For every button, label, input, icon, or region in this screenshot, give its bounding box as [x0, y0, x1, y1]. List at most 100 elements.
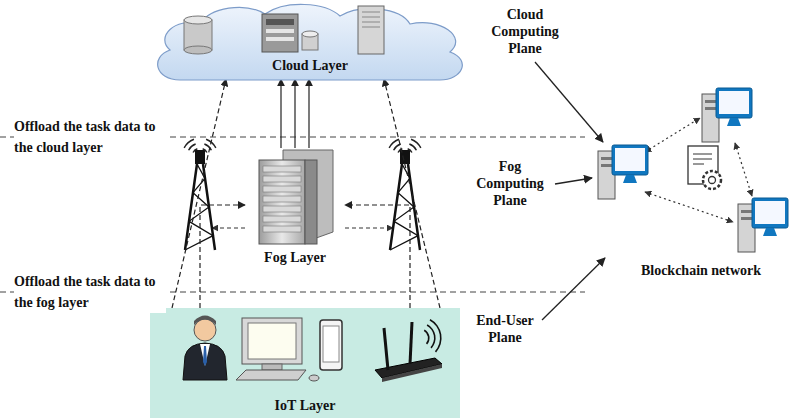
plane-arrow — [542, 258, 605, 320]
user-icon — [194, 316, 216, 326]
fog-server-rack — [263, 186, 301, 192]
offload-arrow — [345, 205, 410, 308]
router-icon — [375, 319, 442, 382]
fog-server-rack — [263, 226, 301, 232]
layer-divider — [0, 137, 585, 292]
cell-tower — [188, 143, 196, 150]
layer-title: Fog Layer — [264, 249, 326, 268]
router-icon — [384, 328, 388, 370]
offload-arrow — [384, 79, 440, 308]
blockchain-node-computer — [601, 164, 612, 167]
iot-layer-panel: IoT Layer — [150, 308, 460, 418]
blockchain-node-computer — [727, 118, 741, 126]
plane-arrow — [555, 178, 592, 184]
fog-server-rack — [263, 196, 301, 202]
plane-arrow — [535, 62, 605, 320]
computer-icon — [242, 318, 302, 364]
blockchain-link — [645, 192, 733, 222]
cloud-server-icon — [184, 16, 212, 24]
offload-arrow — [308, 79, 309, 148]
blockchain-node-computer — [738, 198, 788, 252]
offload-note: Offload the task data to the cloud layer — [14, 116, 166, 158]
cloud-server-icon — [362, 27, 380, 28]
fog-server: Fog Layer — [245, 148, 345, 268]
user-icon — [194, 319, 216, 341]
fog-tower-link — [345, 228, 393, 229]
cloud-server-icon — [266, 37, 294, 41]
blockchain-node-computer — [741, 210, 752, 213]
cell-tower — [389, 139, 400, 149]
cloud-server-icon — [262, 14, 298, 52]
blockchain-node-computer — [763, 228, 777, 236]
cell-tower — [411, 139, 422, 149]
fog-server-rack — [305, 160, 317, 244]
offload-arrow — [294, 79, 295, 148]
blockchain-node-computer — [601, 157, 612, 160]
cell-tower — [202, 148, 207, 153]
cell-tower — [389, 139, 422, 250]
user-icon — [203, 346, 207, 366]
blockchain-link — [735, 143, 752, 196]
fog-server-rack — [259, 160, 305, 244]
cell-tower — [184, 139, 422, 250]
blockchain-node-computer — [705, 100, 716, 103]
blockchain-node-computer — [598, 145, 648, 199]
blockchain-node-computer — [716, 88, 752, 118]
cloud-layer: Cloud Layer — [150, 2, 470, 82]
layer-title: Cloud Layer — [272, 57, 348, 82]
cloud-server-icon — [266, 29, 294, 33]
cloud-server-icon — [362, 12, 380, 13]
computer-icon — [262, 364, 282, 370]
blockchain-node-computer — [752, 198, 788, 228]
offload-arrow — [172, 79, 226, 308]
router-icon — [382, 364, 442, 382]
cell-tower — [390, 164, 420, 250]
blockchain-node-computer — [755, 201, 785, 224]
contract-document — [693, 159, 712, 160]
offload-arrow — [280, 79, 281, 148]
computer-icon — [236, 318, 319, 381]
contract-document — [703, 171, 721, 189]
fog-server-rack — [263, 216, 301, 222]
contract-document — [688, 146, 721, 189]
computer-icon — [236, 370, 306, 380]
blockchain-node-computer — [612, 145, 648, 175]
plane-arrow — [535, 62, 603, 142]
cell-tower — [192, 148, 197, 153]
fog-tower-link — [212, 228, 245, 229]
fog-server-rack — [263, 206, 301, 212]
contract-document — [709, 177, 716, 184]
user-icon — [183, 343, 227, 380]
fog-server-rack — [263, 176, 301, 182]
cloud-server-icon — [362, 17, 380, 18]
computer-icon — [309, 375, 319, 381]
cloud-server-icon — [184, 6, 384, 54]
user-icon — [183, 316, 227, 381]
blockchain-node-computer — [719, 91, 749, 114]
contract-document — [693, 154, 712, 155]
blockchain-node-computer — [615, 148, 645, 171]
fog-server-rack — [263, 166, 301, 172]
phone-icon — [323, 326, 339, 362]
cloud-server-icon — [184, 46, 212, 54]
cell-tower — [184, 139, 195, 149]
blockchain-node-computer — [705, 107, 716, 110]
router-icon — [427, 324, 436, 348]
cloud-server-icon — [266, 19, 294, 25]
blockchain-node-computer — [702, 88, 752, 142]
cell-tower — [407, 148, 412, 153]
fog-server-rack — [259, 150, 333, 244]
user-icon — [200, 344, 210, 366]
plane-label: Fog Computing Plane — [470, 158, 550, 209]
offload-arrow — [200, 205, 245, 308]
cell-tower — [409, 143, 417, 150]
cloud-server-icon — [302, 31, 318, 37]
cloud-server-icon — [358, 6, 384, 54]
blockchain-link — [645, 118, 752, 222]
computer-icon — [248, 323, 296, 359]
router-icon — [424, 330, 430, 345]
plane-label: End-User Plane — [465, 312, 545, 346]
phone-icon — [320, 320, 342, 370]
